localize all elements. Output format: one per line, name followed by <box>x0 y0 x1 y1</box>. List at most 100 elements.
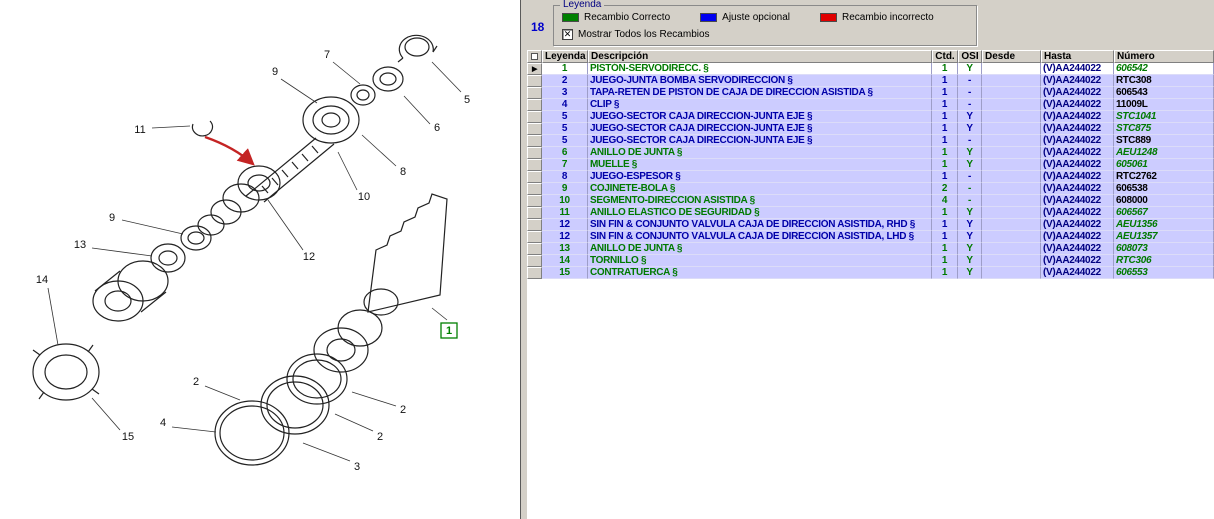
diagram-callout-9[interactable]: 9 <box>109 212 115 224</box>
part-row-15[interactable]: 15CONTRATUERCA §1Y(V)AA244022606553 <box>527 267 1214 279</box>
part-row-7[interactable]: 7MUELLE §1Y(V)AA244022605061 <box>527 159 1214 171</box>
cell-leyenda: 3 <box>542 87 588 99</box>
row-selector[interactable] <box>527 147 542 159</box>
cell-numero: STC875 <box>1114 123 1214 135</box>
cell-osi: Y <box>958 123 982 135</box>
cell-desde <box>982 63 1041 75</box>
cell-leyenda: 1 <box>542 63 588 75</box>
part-row-4[interactable]: 4CLIP §1-(V)AA24402211009L <box>527 99 1214 111</box>
cell-leyenda: 5 <box>542 111 588 123</box>
cell-hasta: (V)AA244022 <box>1041 243 1114 255</box>
table-header: Leyenda Descripción Ctd. OSI Desde Hasta… <box>527 50 1214 63</box>
diagram-callout-2[interactable]: 2 <box>193 376 199 388</box>
legend-label-optional: Ajuste opcional <box>722 12 790 23</box>
row-selector[interactable] <box>527 207 542 219</box>
row-selector[interactable] <box>527 255 542 267</box>
part-row-6[interactable]: 6ANILLO DE JUNTA §1Y(V)AA244022AEU1248 <box>527 147 1214 159</box>
diagram-artwork <box>33 35 447 465</box>
row-selector[interactable] <box>527 111 542 123</box>
part-row-3[interactable]: 3TAPA-RETÉN DE PISTON DE CAJA DE DIRECCI… <box>527 87 1214 99</box>
row-selector[interactable] <box>527 195 542 207</box>
cell-numero: 606553 <box>1114 267 1214 279</box>
leader-line <box>362 135 396 166</box>
diagram-callout-11[interactable]: 11 <box>134 124 145 136</box>
row-selector[interactable] <box>527 87 542 99</box>
cell-numero: AEU1248 <box>1114 147 1214 159</box>
diagram-callout-12[interactable]: 12 <box>303 251 315 263</box>
cell-ctd: 1 <box>932 63 958 75</box>
row-selector[interactable] <box>527 75 542 87</box>
part-row-10[interactable]: 10SEGMENTO-DIRECCIÓN ASISTIDA §4-(V)AA24… <box>527 195 1214 207</box>
callout-labels: 5 7 9 6 11 8 10 9 13 12 14 2 4 15 2 2 3 1 <box>36 49 470 473</box>
cell-numero: RTC306 <box>1114 255 1214 267</box>
part-row-5[interactable]: 5JUEGO-SECTOR CAJA DIRECCIÓN-JUNTA EJE §… <box>527 135 1214 147</box>
diagram-callout-13[interactable]: 13 <box>74 239 86 251</box>
diagram-callout-10[interactable]: 10 <box>358 191 370 203</box>
cell-desde <box>982 267 1041 279</box>
row-selector[interactable] <box>527 183 542 195</box>
diagram-callout-9[interactable]: 9 <box>272 66 278 78</box>
row-selector[interactable] <box>527 231 542 243</box>
cell-osi: Y <box>958 219 982 231</box>
part-row-12[interactable]: 12SIN FIN & CONJUNTO VÁLVULA CAJA DE DIR… <box>527 219 1214 231</box>
header-ctd[interactable]: Ctd. <box>932 50 958 63</box>
diagram-callout-2[interactable]: 2 <box>377 431 383 443</box>
diagram-callout-4[interactable]: 4 <box>160 417 166 429</box>
part-row-9[interactable]: 9COJINETE-BOLA §2-(V)AA244022606538 <box>527 183 1214 195</box>
cell-numero: 605061 <box>1114 159 1214 171</box>
header-leyenda[interactable]: Leyenda <box>542 50 588 63</box>
row-selector[interactable] <box>527 219 542 231</box>
part-row-14[interactable]: 14TORNILLO §1Y(V)AA244022RTC306 <box>527 255 1214 267</box>
part-row-13[interactable]: 13ANILLO DE JUNTA §1Y(V)AA244022608073 <box>527 243 1214 255</box>
header-osi[interactable]: OSI <box>958 50 982 63</box>
cell-hasta: (V)AA244022 <box>1041 255 1114 267</box>
diagram-callout-6[interactable]: 6 <box>434 122 440 134</box>
diagram-callout-1[interactable]: 1 <box>446 325 452 337</box>
header-hasta[interactable]: Hasta <box>1041 50 1114 63</box>
cell-numero: STC1041 <box>1114 111 1214 123</box>
diagram-callout-3[interactable]: 3 <box>354 461 360 473</box>
cell-leyenda: 6 <box>542 147 588 159</box>
cell-desde <box>982 171 1041 183</box>
row-selector[interactable] <box>527 171 542 183</box>
part-row-5[interactable]: 5JUEGO-SECTOR CAJA DIRECCIÓN-JUNTA EJE §… <box>527 111 1214 123</box>
leader-line <box>432 62 461 92</box>
cell-osi: Y <box>958 243 982 255</box>
cell-leyenda: 15 <box>542 267 588 279</box>
diagram-callout-15[interactable]: 15 <box>122 431 134 443</box>
cell-ctd: 1 <box>932 207 958 219</box>
part-row-1[interactable]: ▶1PISTÓN-SERVODIRECC. §1Y(V)AA2440226065… <box>527 63 1214 75</box>
show-all-checkbox[interactable]: ✕ <box>562 29 573 40</box>
header-desde[interactable]: Desde <box>982 50 1041 63</box>
cell-hasta: (V)AA244022 <box>1041 123 1114 135</box>
leader-line <box>303 443 350 461</box>
diagram-callout-7[interactable]: 7 <box>324 49 330 61</box>
cell-numero: STC889 <box>1114 135 1214 147</box>
row-selector[interactable] <box>527 159 542 171</box>
leader-line <box>352 392 396 406</box>
cell-leyenda: 5 <box>542 135 588 147</box>
diagram-callout-8[interactable]: 8 <box>400 166 406 178</box>
diagram-callout-2[interactable]: 2 <box>400 404 406 416</box>
cell-ctd: 1 <box>932 159 958 171</box>
cell-osi: - <box>958 195 982 207</box>
legend-title: Leyenda <box>560 0 604 11</box>
diagram-callout-14[interactable]: 14 <box>36 274 48 286</box>
row-selector[interactable]: ▶ <box>527 63 542 75</box>
cell-descripcion: PISTÓN-SERVODIRECC. § <box>588 63 932 75</box>
part-row-8[interactable]: 8JUEGO-ESPESOR §1-(V)AA244022RTC2762 <box>527 171 1214 183</box>
part-row-12[interactable]: 12SIN FIN & CONJUNTO VÁLVULA CAJA DE DIR… <box>527 231 1214 243</box>
row-selector[interactable] <box>527 123 542 135</box>
row-selector[interactable] <box>527 99 542 111</box>
row-selector[interactable] <box>527 267 542 279</box>
part-row-5[interactable]: 5JUEGO-SECTOR CAJA DIRECCIÓN-JUNTA EJE §… <box>527 123 1214 135</box>
row-selector[interactable] <box>527 135 542 147</box>
cell-osi: Y <box>958 111 982 123</box>
part-row-11[interactable]: 11ANILLO ELÁSTICO DE SEGURIDAD §1Y(V)AA2… <box>527 207 1214 219</box>
row-selector[interactable] <box>527 243 542 255</box>
cell-ctd: 1 <box>932 123 958 135</box>
part-row-2[interactable]: 2JUEGO-JUNTA BOMBA SERVODIRECCIÓN §1-(V)… <box>527 75 1214 87</box>
header-descripcion[interactable]: Descripción <box>588 50 932 63</box>
header-numero[interactable]: Número <box>1114 50 1214 63</box>
diagram-callout-5[interactable]: 5 <box>464 94 470 106</box>
